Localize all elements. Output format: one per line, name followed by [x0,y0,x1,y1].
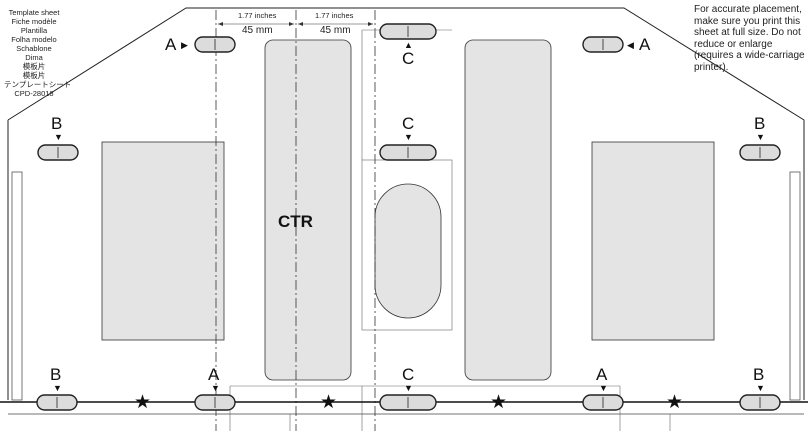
template-line: Template sheet [8,8,60,17]
dimension-inches-right: 1.77 inches [315,11,354,20]
slot-b-mid-left [37,144,79,161]
cutout-oval [374,183,442,319]
slot-a-bottom-left [194,394,236,411]
star-icon: ★ [320,392,338,413]
slot-label-a-top-right: A [639,35,651,54]
template-title-block: Template sheet Fiche modèle Plantilla Fo… [4,8,72,98]
arrow-down-icon: ▼ [756,383,765,393]
star-icon: ★ [666,392,684,413]
arrow-up-icon: ▲ [404,40,413,50]
slot-a-top-right [582,36,624,53]
template-line: Folha modelo [11,35,57,44]
arrow-left-icon: ◀ [627,40,634,50]
slot-b-bottom-right [739,394,781,411]
cutout-right [591,141,715,341]
template-line: Dima [25,53,43,62]
template-line: 模板片 [22,62,46,71]
arrow-right-icon: ▶ [181,40,188,50]
slot-c-mid [379,144,437,161]
template-line: Fiche modèle [11,17,57,26]
slot-b-bottom-left [36,394,78,411]
arrow-down-icon: ▼ [404,132,413,142]
slot-label-a-bottom-left: A [208,365,220,384]
star-icon: ★ [490,392,508,413]
slot-label-c-mid: C [402,114,415,133]
slot-label-b-mid-right: B [754,114,766,133]
slot-c-bottom [379,394,437,411]
arrow-down-icon: ▼ [53,383,62,393]
template-line: テンプレートシート [4,80,72,89]
slot-label-c-bottom: C [402,365,415,384]
slot-label-b-mid-left: B [51,114,63,133]
slot-c-top [379,23,437,40]
right-side-tab [789,171,801,401]
left-side-tab [11,171,23,401]
dimension-arrowhead [218,22,223,26]
slot-a-top-left [194,36,236,53]
cutout-center-right [464,39,552,381]
slot-label-a-bottom-right: A [596,365,608,384]
arrow-down-icon: ▼ [599,383,608,393]
template-code: CPD-28018 [14,89,54,98]
star-icon: ★ [134,392,152,413]
slot-a-bottom-right [582,394,624,411]
arrow-down-icon: ▼ [54,132,63,142]
dimension-mm-left: 45 mm [242,25,273,36]
slot-b-mid-right [739,144,781,161]
arrow-down-icon: ▼ [756,132,765,142]
dimension-arrowhead [298,22,303,26]
dimension-mm-right: 45 mm [320,25,351,36]
cutout-left [101,141,225,341]
slot-label-b-bottom-right: B [753,365,765,384]
center-label: CTR [278,212,313,231]
template-line: 模板片 [22,71,46,80]
template-line: Plantilla [20,26,48,35]
slot-label-a-top-left: A [165,35,177,54]
print-instruction-note: For accurate placement, make sure you pr… [694,4,805,73]
arrow-down-icon: ▼ [211,383,220,393]
dimension-arrowhead [368,22,373,26]
slot-label-b-bottom-left: B [50,365,62,384]
dimension-inches-left: 1.77 inches [238,11,277,20]
arrow-down-icon: ▼ [404,383,413,393]
template-line: Schablone [16,44,52,53]
sheet-outline [7,7,805,400]
cutout-center-left [264,39,352,381]
slot-label-c-top: C [402,49,415,68]
dimension-arrowhead [289,22,294,26]
